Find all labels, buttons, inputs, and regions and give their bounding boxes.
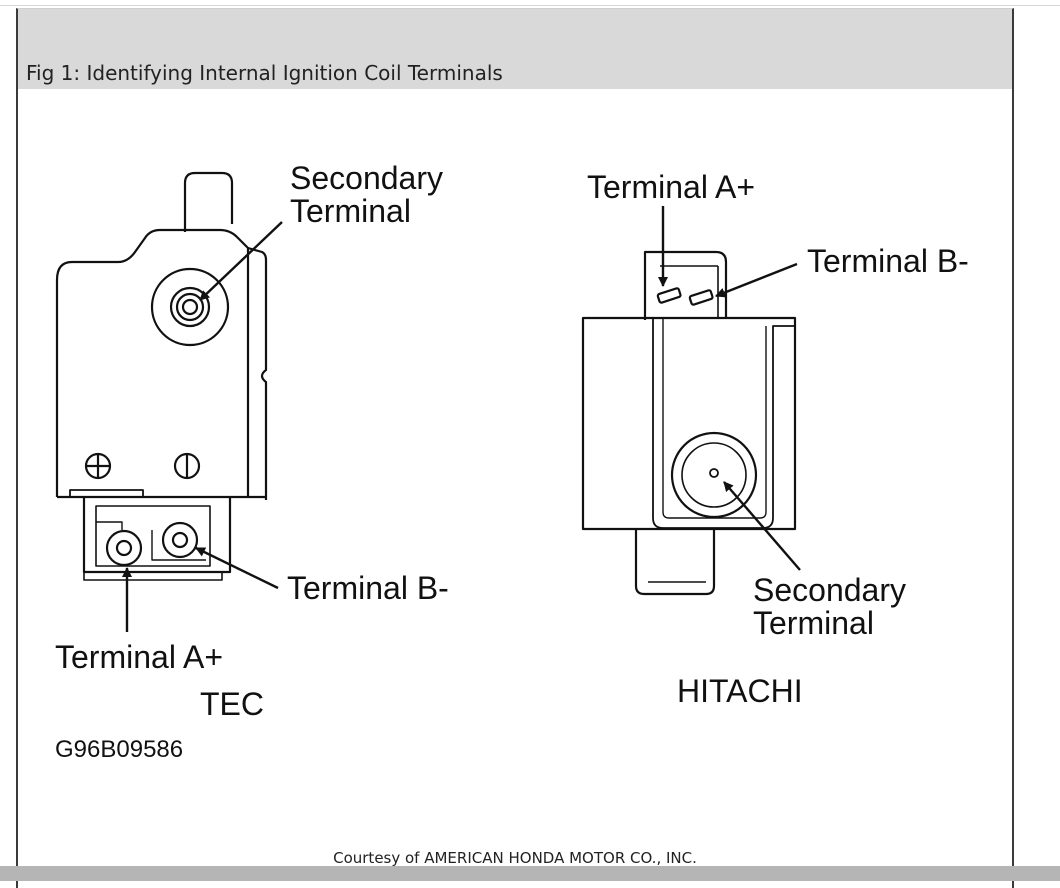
tec-step [69, 489, 144, 497]
tec-connector-recess [95, 505, 211, 567]
tec-model-label: TEC [200, 686, 264, 722]
tec-secondary-label-line2: Terminal [290, 193, 411, 229]
tec-connector-housing [82, 497, 232, 574]
figure-code: G96B09586 [55, 736, 183, 763]
tec-secondary-arrow [199, 221, 283, 301]
hitachi-model-label: HITACHI [677, 673, 803, 709]
hitachi-secondary-label-line1: Secondary [753, 572, 906, 608]
hitachi-coil-drawing [581, 250, 797, 596]
hitachi-terminal-b-label: Terminal B- [807, 243, 969, 279]
hitachi-secondary-label-line2: Terminal [753, 605, 874, 641]
hitachi-secondary-pin [709, 468, 719, 478]
hitachi-leader-lines [658, 206, 801, 571]
window-bottom-bar [0, 866, 1060, 881]
document-frame [16, 8, 1014, 888]
hitachi-terminal-a-slot [656, 287, 682, 304]
tec-secondary-boss [150, 267, 230, 347]
hitachi-secondary-arrow [723, 481, 801, 571]
window-top-line [0, 5, 1060, 6]
tec-secondary-ring-outer [169, 286, 211, 328]
tec-secondary-label-line1: Secondary [290, 160, 443, 196]
hitachi-secondary-boss [670, 431, 758, 519]
hitachi-body [581, 316, 797, 531]
hitachi-terminal-a-label: Terminal A+ [587, 169, 755, 205]
tec-leader-lines [122, 221, 283, 632]
figure-caption: Fig 1: Identifying Internal Ignition Coi… [26, 61, 503, 85]
hitachi-terminal-b-arrow [715, 262, 798, 298]
tec-side-rail [247, 246, 268, 500]
tec-body [55, 228, 250, 498]
hitachi-terminal-b-slot [688, 289, 714, 306]
hitachi-inner-frame [652, 318, 795, 529]
figure-caption-bar: Fig 1: Identifying Internal Ignition Coi… [18, 9, 1012, 89]
tec-terminal-b-post [161, 521, 199, 559]
hitachi-bottom-tab [634, 529, 716, 596]
tec-terminal-b-label: Terminal B- [287, 570, 449, 606]
hitachi-top-connector [643, 250, 728, 320]
tec-coil-drawing [55, 171, 268, 581]
tec-secondary-ring-inner [181, 298, 199, 316]
tec-terminal-a-label: Terminal A+ [55, 639, 223, 675]
tec-terminal-a-post [105, 529, 143, 567]
tec-terminal-b-arrow [195, 546, 279, 590]
tec-top-tab [183, 171, 234, 232]
courtesy-credit: Courtesy of AMERICAN HONDA MOTOR CO., IN… [333, 849, 697, 867]
hitachi-secondary-ring [681, 442, 747, 508]
tec-secondary-ring-mid [175, 292, 205, 322]
